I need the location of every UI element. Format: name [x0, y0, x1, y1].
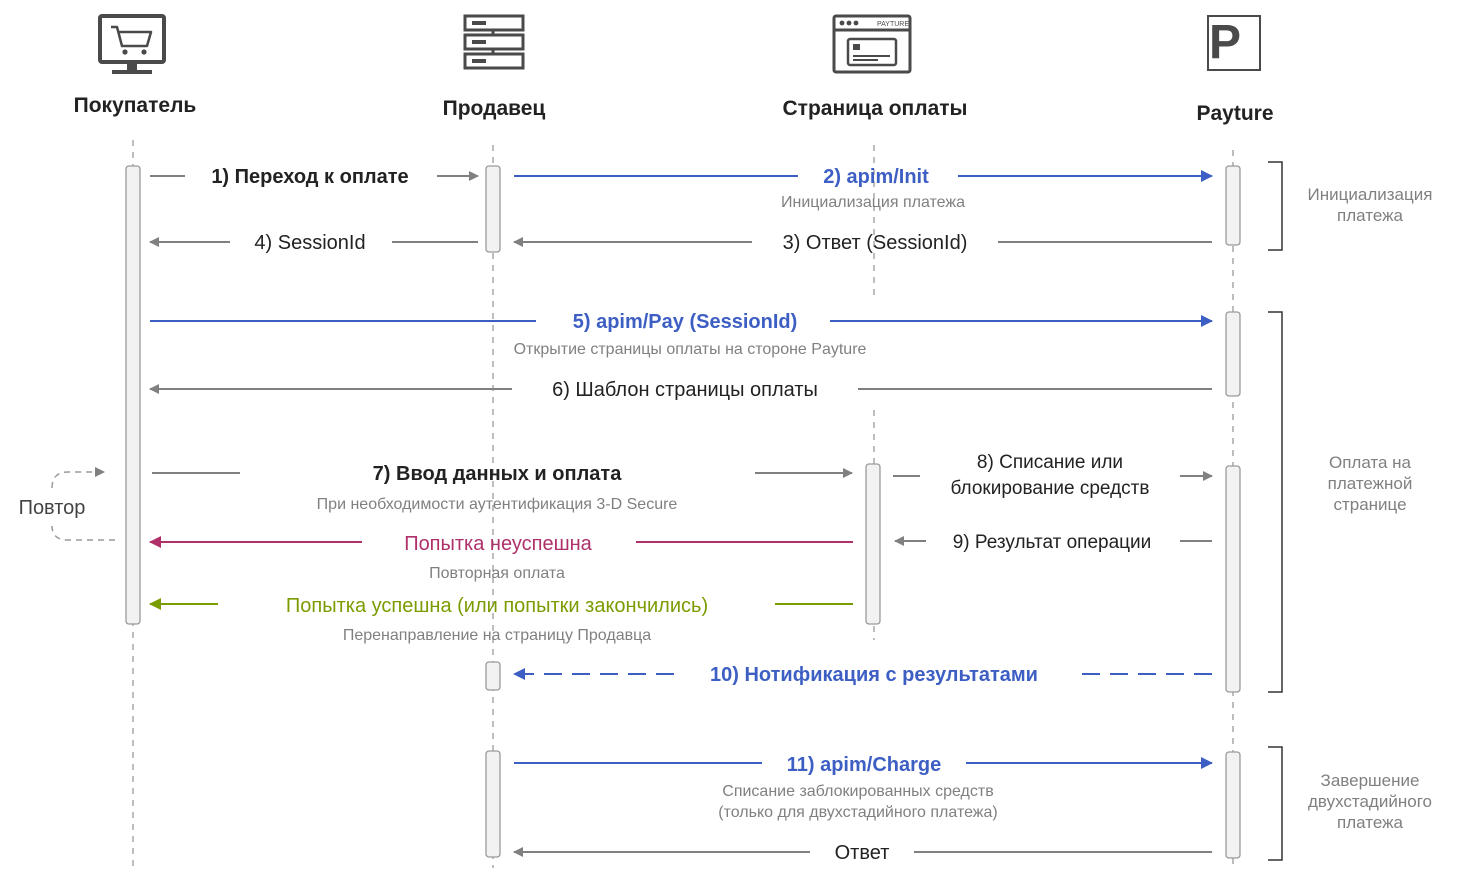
message-11: 11) apim/Charge Списание заблокированных…	[514, 754, 1213, 821]
message-label-response: Ответ	[835, 842, 890, 864]
message-label-8-line1: 8) Списание или	[977, 452, 1123, 473]
message-label-6: 6) Шаблон страницы оплаты	[552, 379, 818, 401]
message-note-2: Инициализация платежа	[781, 194, 965, 211]
message-label-4: 4) SessionId	[254, 232, 365, 254]
message-attempt-failed: Попытка неуспешна Повторная оплата	[149, 533, 853, 582]
activation-bar-payment-page	[865, 463, 881, 625]
message-note-attempt-succeeded: Перенаправление на страницу Продавца	[343, 627, 651, 644]
message-label-5: 5) apim/Pay (SessionId)	[573, 311, 798, 333]
phase-bracket-1	[1268, 161, 1283, 251]
message-note-5: Открытие страницы оплаты на стороне Payt…	[514, 341, 867, 358]
activation-bar-seller-3	[485, 750, 501, 858]
message-10: 10) Нотификация с результатами	[513, 664, 1212, 686]
message-6: 6) Шаблон страницы оплаты	[149, 379, 1212, 401]
message-label-11: 11) apim/Charge	[787, 754, 942, 776]
browser-logo-text: PAYTURE	[877, 21, 909, 28]
message-label-attempt-succeeded: Попытка успешна (или попытки закончились…	[286, 595, 708, 617]
activation-bars	[125, 165, 1241, 859]
message-note-7: При необходимости аутентификация 3-D Sec…	[317, 496, 678, 513]
message-label-1: 1) Переход к оплате	[211, 166, 408, 188]
message-label-3: 3) Ответ (SessionId)	[783, 232, 968, 254]
message-8: 8) Списание или блокирование средств	[893, 452, 1213, 499]
payment-page-browser-icon: PAYTURE	[832, 14, 912, 74]
message-9: 9) Результат операции	[894, 532, 1212, 553]
message-5: 5) apim/Pay (SessionId) Открытие страниц…	[150, 311, 1213, 358]
message-label-7: 7) Ввод данных и оплата	[373, 463, 623, 485]
participant-label-payment-page: Страница оплаты	[783, 97, 968, 120]
phase-bracket-3	[1268, 746, 1283, 861]
message-attempt-succeeded: Попытка успешна (или попытки закончились…	[149, 595, 853, 644]
activation-bar-seller-2	[485, 661, 501, 691]
participant-label-seller: Продавец	[443, 97, 546, 120]
message-response: Ответ	[513, 842, 1212, 864]
server-rack-icon	[463, 14, 525, 70]
activation-bar-payture-1	[1225, 165, 1241, 246]
payture-logo-letter: P	[1209, 16, 1241, 69]
repeat-label: Повтор	[19, 497, 86, 519]
shopping-cart-monitor-icon	[98, 14, 166, 74]
payture-logo-icon: P	[1207, 15, 1261, 71]
participant-label-buyer: Покупатель	[74, 94, 197, 117]
message-note-11-line2: (только для двухстадийного платежа)	[718, 804, 997, 821]
activation-bar-payture-2	[1225, 311, 1241, 397]
message-2: 2) apim/Init Инициализация платежа	[514, 166, 1213, 211]
message-label-8-line2: блокирование средств	[951, 478, 1150, 499]
message-label-9: 9) Результат операции	[953, 532, 1152, 553]
message-3: 3) Ответ (SessionId)	[513, 232, 1212, 254]
message-label-2: 2) apim/Init	[823, 166, 929, 188]
activation-bar-payture-4	[1225, 751, 1241, 859]
message-note-attempt-failed: Повторная оплата	[429, 565, 565, 582]
message-label-10: 10) Нотификация с результатами	[710, 664, 1038, 686]
message-label-attempt-failed: Попытка неуспешна	[404, 533, 592, 555]
message-7: 7) Ввод данных и оплата При необходимост…	[152, 463, 853, 513]
activation-bar-buyer	[125, 165, 141, 625]
participant-label-payture: Payture	[1196, 102, 1273, 125]
activation-bar-payture-3	[1225, 465, 1241, 693]
activation-bar-seller-1	[485, 165, 501, 253]
phase-bracket-2	[1268, 311, 1283, 693]
repeat-loop: Повтор	[19, 467, 115, 541]
message-4: 4) SessionId	[149, 232, 478, 254]
phase-brackets	[1268, 161, 1283, 861]
message-note-11-line1: Списание заблокированных средств	[722, 783, 993, 800]
message-1: 1) Переход к оплате	[150, 166, 479, 188]
